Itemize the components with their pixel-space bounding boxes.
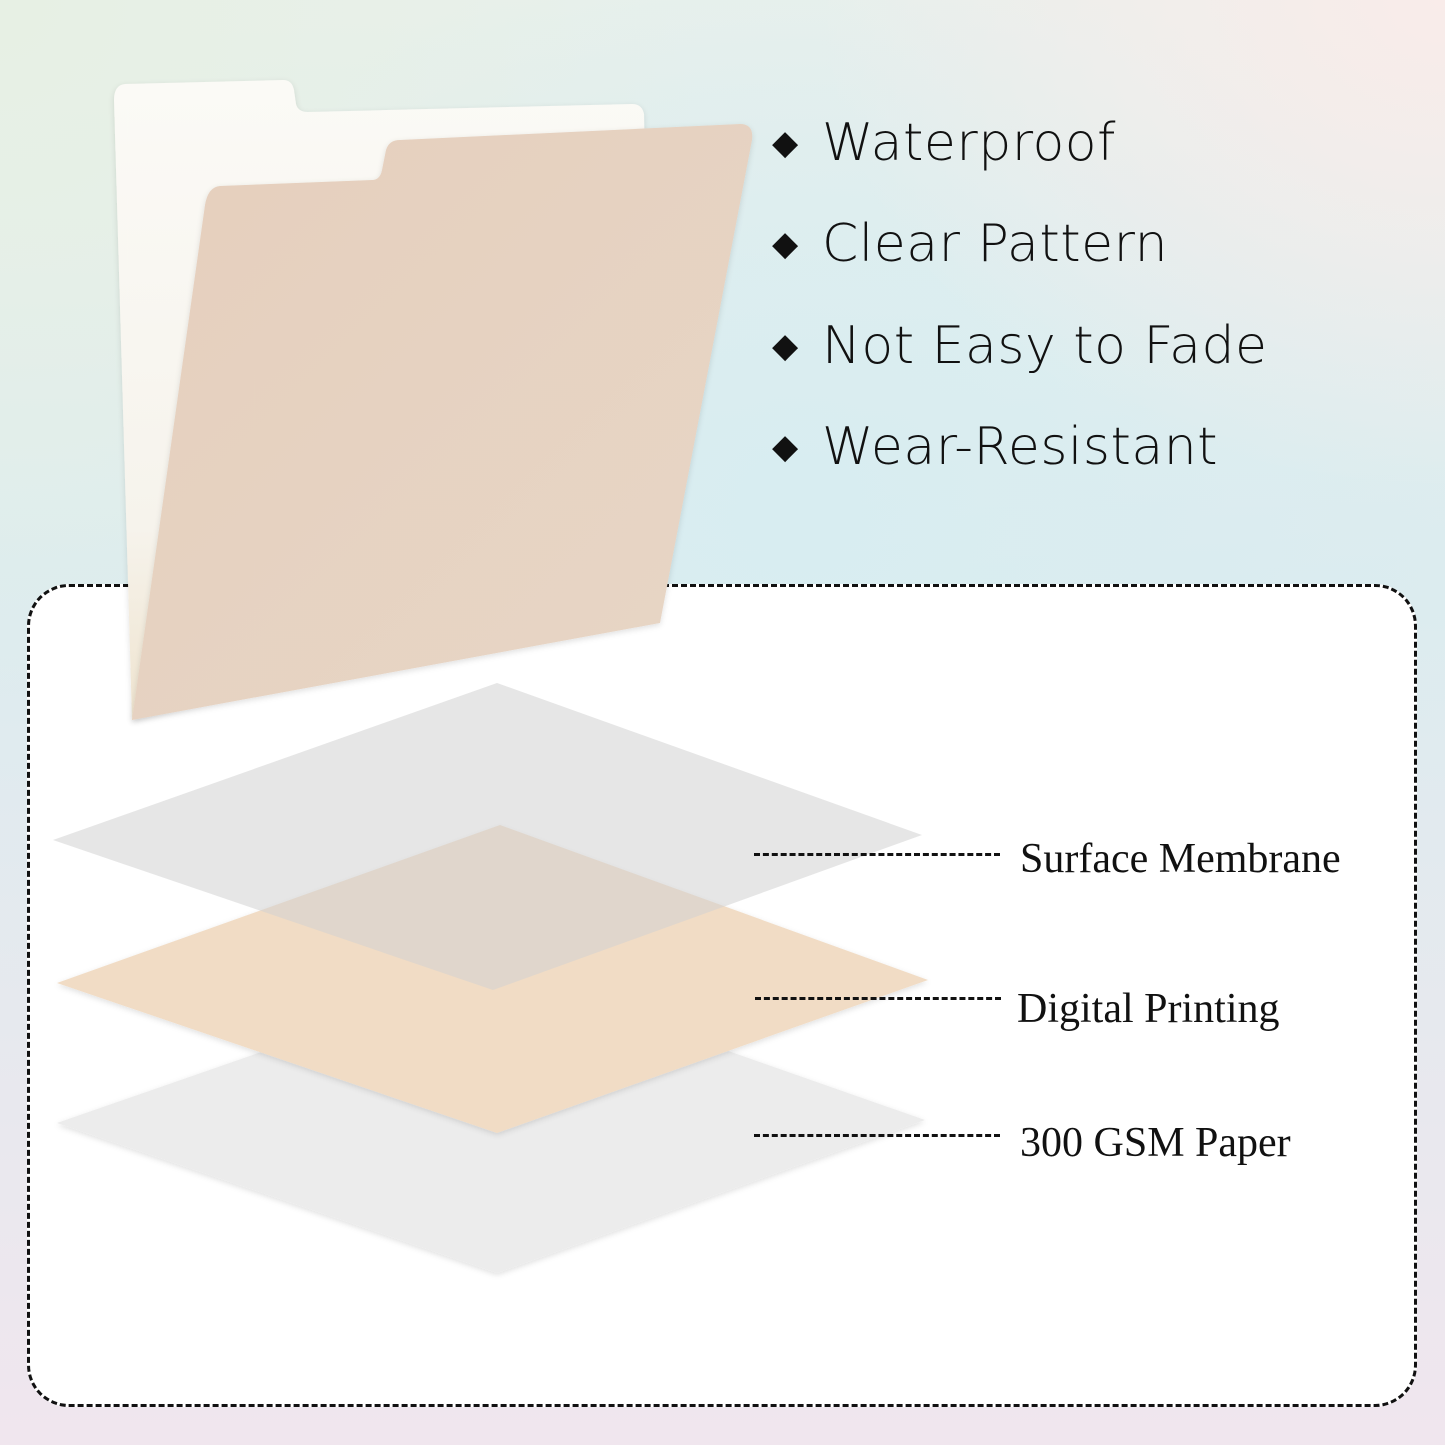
layer-membrane: [53, 683, 922, 990]
feature-label: Clear Pattern: [822, 214, 1169, 275]
diamond-bullet-icon: ◆: [772, 224, 799, 265]
layer-label-membrane: Surface Membrane: [1020, 836, 1341, 882]
diamond-bullet-icon: ◆: [772, 122, 799, 163]
leader-line-membrane: [754, 853, 1000, 856]
leader-line-paper: [754, 1134, 1000, 1137]
layer-label-printing: Digital Printing: [1017, 986, 1280, 1032]
layer-label-paper: 300 GSM Paper: [1020, 1120, 1291, 1166]
feature-item: ◆ Clear Pattern: [772, 194, 1267, 296]
feature-label: Wear-Resistant: [822, 417, 1219, 478]
feature-item: ◆ Not Easy to Fade: [772, 295, 1267, 397]
folder-front-panel: [132, 124, 753, 720]
feature-label: Not Easy to Fade: [822, 315, 1268, 376]
feature-item: ◆ Wear-Resistant: [772, 397, 1267, 499]
feature-label: Waterproof: [822, 112, 1116, 173]
diamond-bullet-icon: ◆: [772, 325, 799, 366]
leader-line-printing: [755, 997, 1001, 1000]
feature-list: ◆ Waterproof ◆ Clear Pattern ◆ Not Easy …: [772, 92, 1267, 498]
diamond-bullet-icon: ◆: [772, 427, 799, 468]
feature-item: ◆ Waterproof: [772, 92, 1267, 194]
